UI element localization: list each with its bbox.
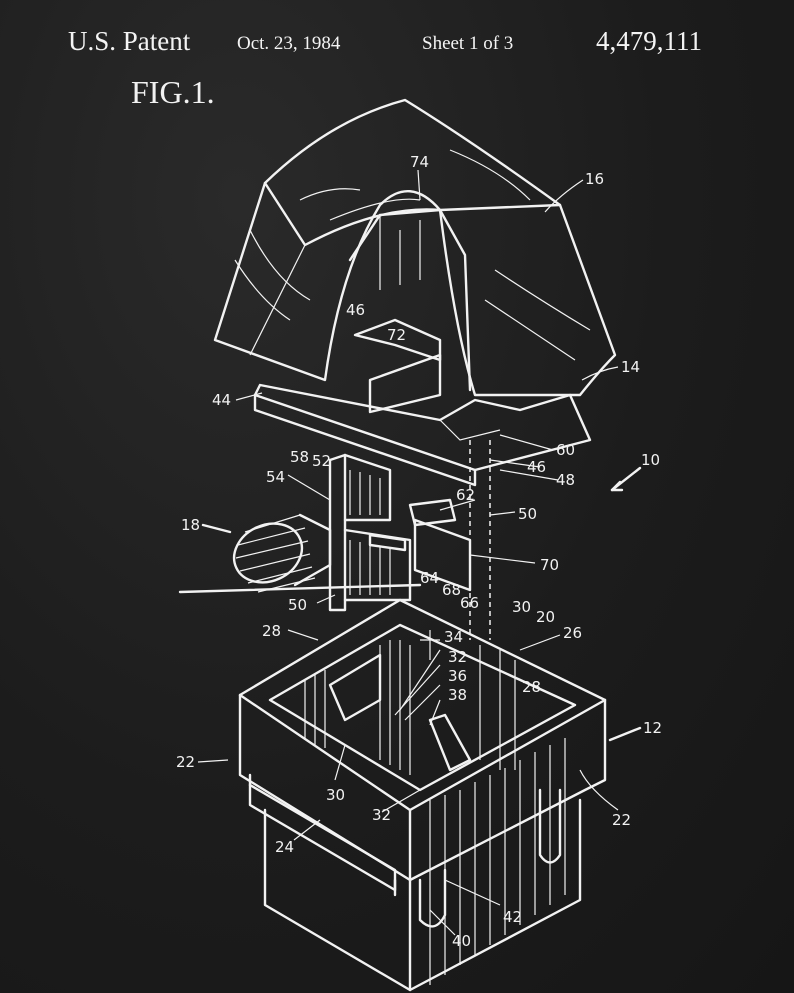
numeral-48: 48 [556,471,575,489]
numeral-12: 12 [643,719,662,737]
numeral-40: 40 [452,932,471,950]
numeral-70: 70 [540,556,559,574]
numeral-46-slider: 46 [527,458,546,476]
numeral-30-lower: 30 [326,786,345,804]
patent-date: Oct. 23, 1984 [237,33,341,54]
numeral-32: 32 [448,648,467,666]
numeral-16: 16 [585,170,604,188]
numeral-58: 58 [290,448,309,466]
housing-drawing [238,598,607,992]
numeral-36: 36 [448,667,467,685]
numeral-74: 74 [410,153,429,171]
numeral-30: 30 [512,598,531,616]
numeral-52: 52 [312,452,331,470]
numeral-64: 64 [420,569,439,587]
numeral-50-lower: 50 [288,596,307,614]
numeral-62: 62 [456,486,475,504]
numeral-60: 60 [556,441,575,459]
numeral-32-lower: 32 [372,806,391,824]
numeral-24: 24 [275,838,294,856]
numeral-72: 72 [387,326,406,344]
numeral-50: 50 [518,505,537,523]
numeral-54: 54 [266,468,285,486]
reference-numerals: 74 16 46 72 44 14 58 52 60 46 48 10 54 6… [176,153,662,950]
numeral-22: 22 [176,753,195,771]
numeral-46: 46 [346,301,365,319]
keycap-drawing [213,98,617,414]
sheet-indicator: Sheet 1 of 3 [422,33,514,54]
numeral-44: 44 [212,391,231,409]
numeral-22-right: 22 [612,811,631,829]
numeral-14: 14 [621,358,640,376]
patent-number: 4,479,111 [596,26,702,56]
numeral-38: 38 [448,686,467,704]
numeral-26: 26 [563,624,582,642]
numeral-42: 42 [503,908,522,926]
numeral-34: 34 [444,628,463,646]
numeral-10: 10 [641,451,660,469]
spring-drawing [178,513,422,594]
numeral-18: 18 [181,516,200,534]
numeral-28-right: 28 [522,678,541,696]
numeral-28: 28 [262,622,281,640]
numeral-20: 20 [536,608,555,626]
patent-header-title: U.S. Patent [68,26,191,56]
numeral-66: 66 [460,594,479,612]
leader-lines [197,169,642,936]
figure-label: FIG.1. [131,74,215,110]
numeral-68: 68 [442,581,461,599]
